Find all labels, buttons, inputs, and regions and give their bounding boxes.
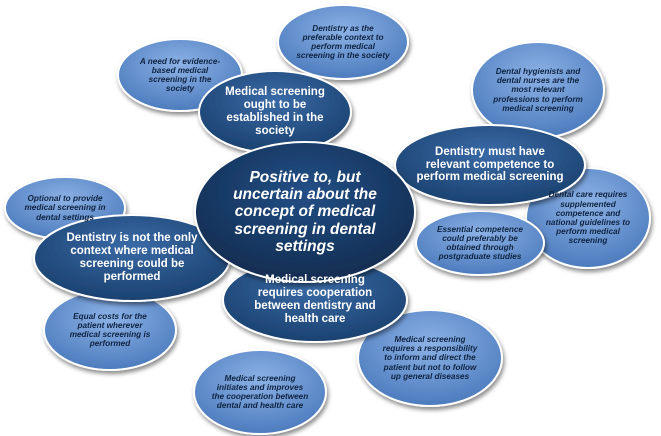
node-competence: Dentistry must have relevant competence …: [415, 125, 565, 205]
node-supplemented: Dental care requires supplemented compet…: [543, 168, 633, 268]
center-node: Positive to, but uncertain about the con…: [220, 142, 390, 282]
node-postgraduate: Essential competence could preferably be…: [432, 211, 528, 275]
node-hygienists-label: Dental hygienists and dental nurses are …: [493, 67, 583, 113]
node-evidence: A need for evidence-based medical screen…: [135, 39, 225, 111]
node-competence-ellipse: [394, 124, 586, 206]
center-node-ellipse: [194, 141, 416, 283]
node-equal-costs-label: Equal costs for the patient wherever med…: [69, 311, 151, 349]
node-preferable-ellipse: [277, 4, 409, 80]
node-optional: Optional to provide medical screening in…: [21, 177, 109, 239]
node-postgraduate-label: Essential competence could preferably be…: [436, 224, 523, 262]
node-initiates-ellipse: [193, 349, 327, 435]
node-not-only-label: Dentistry is not the only context where …: [66, 232, 198, 283]
node-preferable: Dentistry as the preferable context to p…: [295, 5, 391, 79]
node-not-only: Dentistry is not the only context where …: [56, 215, 208, 301]
node-postgraduate-ellipse: [415, 210, 545, 276]
node-established: Medical screening ought to be establishe…: [216, 71, 334, 153]
node-competence-label: Dentistry must have relevant competence …: [416, 145, 564, 184]
node-initiates: Medical screening initiates and improves…: [211, 350, 309, 434]
node-evidence-label: A need for evidence-based medical screen…: [139, 56, 221, 94]
node-responsibility-label: Medical screening requires a responsibil…: [382, 335, 478, 381]
node-equal-costs: Equal costs for the patient wherever med…: [62, 290, 158, 370]
node-cooperation: Medical screening requires cooperation b…: [245, 258, 385, 342]
node-established-label: Medical screening ought to be establishe…: [225, 86, 325, 137]
center-node-label: Positive to, but uncertain about the con…: [233, 168, 377, 256]
node-optional-label: Optional to provide medical screening in…: [24, 194, 106, 222]
node-hygienists: Dental hygienists and dental nurses are …: [489, 42, 587, 138]
node-responsibility-ellipse: [357, 309, 503, 407]
node-cooperation-label: Medical screening requires cooperation b…: [254, 274, 376, 325]
node-initiates-label: Medical screening initiates and improves…: [211, 373, 309, 411]
node-preferable-label: Dentistry as the preferable context to p…: [296, 23, 390, 61]
node-supplemented-label: Dental care requires supplemented compet…: [545, 190, 631, 246]
node-responsibility: Medical screening requires a responsibil…: [378, 310, 482, 406]
